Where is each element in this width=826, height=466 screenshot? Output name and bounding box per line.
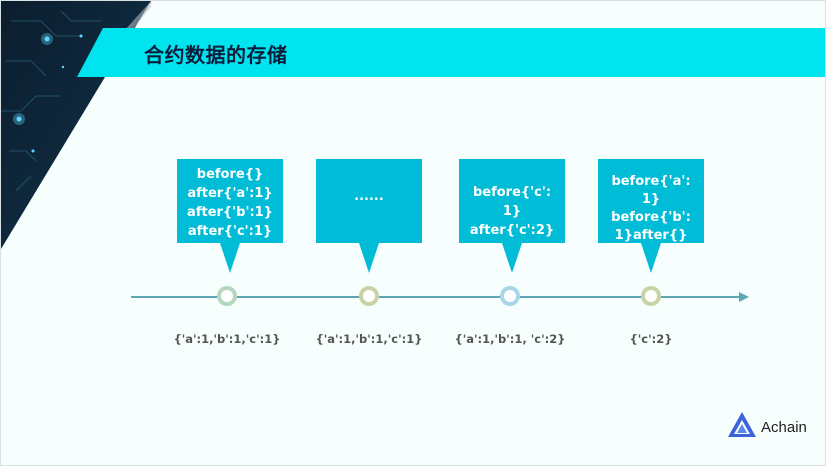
callout-1-line-2: after{'a':1} (187, 186, 273, 201)
callout-2-line-1: ...... (354, 189, 384, 204)
timeline-node-2 (359, 286, 379, 306)
state-label-1: {'a':1,'b':1,'c':1} (173, 332, 281, 346)
callout-1-pointer (220, 243, 240, 273)
callout-3-line-3: after{'c':2} (469, 223, 555, 238)
title-bar (77, 28, 825, 77)
callout-4-line-4: 1}after{} (614, 228, 688, 243)
logo-text: Achain (761, 419, 807, 436)
callout-3: before{'c': 1} after{'c':2} (459, 159, 565, 273)
callout-4-line-3: before{'b': (611, 210, 691, 225)
callout-4-line-2: 1} (641, 192, 661, 207)
timeline-axis (131, 296, 741, 298)
callout-2: ...... (316, 159, 422, 273)
callout-1: before{} after{'a':1} after{'b':1} after… (177, 159, 283, 273)
callout-3-line-2: 1} (502, 204, 522, 219)
state-label-2: {'a':1,'b':1,'c':1} (315, 332, 423, 346)
callout-4-line-1: before{'a': (611, 174, 691, 189)
timeline-node-4 (641, 286, 661, 306)
state-label-4: {'c':2} (629, 332, 673, 346)
callout-2-pointer (359, 243, 379, 273)
state-label-3: {'a':1,'b':1, 'c':2} (454, 332, 566, 346)
callout-4-pointer (641, 243, 661, 273)
callout-3-line-1: before{'c': (472, 185, 552, 200)
callout-1-line-4: after{'c':1} (187, 224, 273, 239)
callout-4: before{'a': 1} before{'b': 1}after{} (598, 159, 704, 273)
callout-3-pointer (502, 243, 522, 273)
callout-1-line-3: after{'b':1} (187, 205, 273, 220)
slide-title: 合约数据的存储 (144, 43, 288, 67)
timeline-arrow-icon (739, 292, 749, 302)
achain-logo-icon (728, 412, 756, 437)
timeline-node-3 (500, 286, 520, 306)
callout-1-line-1: before{} (196, 167, 264, 182)
timeline-node-1 (217, 286, 237, 306)
